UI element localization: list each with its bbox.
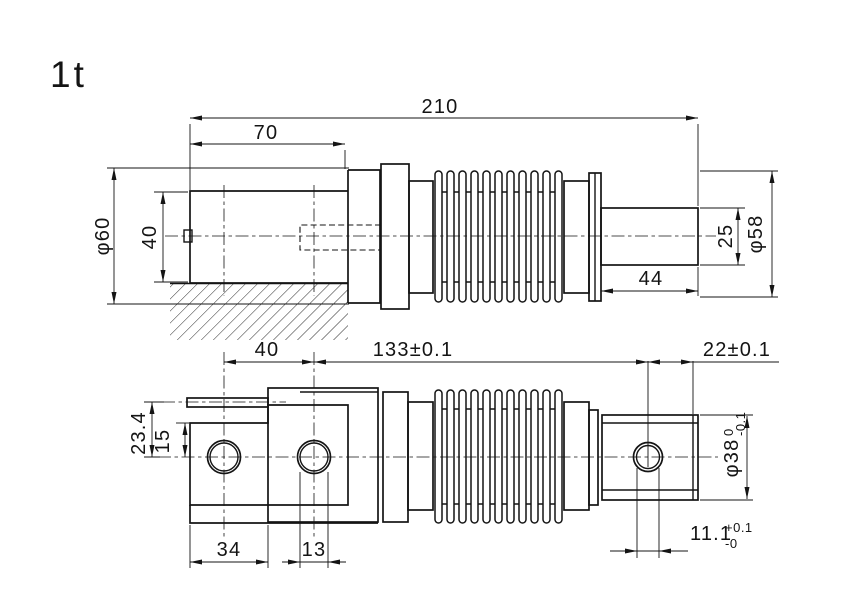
bellows-convolution — [446, 170, 455, 303]
mount-block-outline — [189, 170, 349, 303]
dim-tab-height: 23.4 — [128, 411, 150, 455]
center-block-outline — [267, 387, 379, 523]
dim-slot-tol-lower: -0 — [725, 536, 738, 551]
dim-end-offset: 22±0.1 — [703, 339, 771, 361]
bellows-convolution — [530, 389, 539, 524]
bellows-convolution — [470, 389, 479, 524]
bellows-convolution — [434, 389, 443, 524]
bellows-webs — [442, 191, 555, 283]
neck-left-outline — [408, 180, 434, 294]
bellows-convolution — [506, 170, 515, 303]
shaft-outline — [600, 207, 699, 266]
end-block-inner-lines — [602, 415, 698, 500]
mount-plate-outline — [189, 404, 349, 506]
bellows-convolution — [458, 170, 467, 303]
dim-shaft-dia: 25 — [715, 224, 737, 249]
dim-mount-length: 70 — [254, 122, 279, 144]
bellows-convolution — [554, 389, 563, 524]
bellows-convolution — [518, 389, 527, 524]
ext-40-top — [154, 191, 188, 283]
dim-end-dia-group: φ38 0 -0.1 — [721, 412, 748, 478]
dim-hole-pitch: 40 — [255, 339, 280, 361]
ext-dia60 — [107, 167, 349, 305]
ext-13 — [299, 472, 329, 568]
end-block-outline — [601, 414, 699, 501]
dim-end-dia-tol-lower: -0.1 — [733, 412, 748, 436]
dim-flange-dia: φ58 — [745, 215, 767, 254]
hidden-bore — [299, 224, 381, 251]
ext-133-22 — [647, 361, 694, 467]
end-ring-front — [588, 409, 599, 506]
front-view: 40 133±0.1 22±0.1 23.4 15 34 13 φ38 — [128, 339, 779, 568]
bellows-convolution — [494, 170, 503, 303]
bellows-convolution — [470, 170, 479, 303]
top-view: 210 70 φ60 40 25 φ58 44 — [92, 96, 778, 340]
neck-right-outline — [563, 180, 590, 294]
bellows-convolution — [506, 389, 515, 524]
dim-overall-length: 210 — [422, 96, 459, 118]
bellows-webs — [442, 408, 555, 505]
ext-210 — [189, 124, 699, 206]
bellows-convolution — [530, 170, 539, 303]
lower-body-line — [189, 505, 378, 524]
ext-dia38 — [700, 414, 753, 501]
flange-ring-outline — [380, 163, 410, 310]
dim-step-height: 15 — [152, 429, 174, 454]
dim-slot-tol-upper: +0.1 — [725, 520, 753, 535]
bellows-convolution — [542, 389, 551, 524]
body-section-outline — [348, 169, 381, 304]
dim-edge-offset: 34 — [217, 539, 242, 561]
ext-dia58 — [700, 170, 778, 298]
dim-mount-height: 40 — [139, 225, 161, 250]
front-view-dimensions: 40 133±0.1 22±0.1 23.4 15 34 13 φ38 — [128, 339, 779, 568]
dim-slot: 11.1 — [690, 523, 732, 545]
neck-left-front — [407, 401, 434, 511]
neck-right-front — [563, 401, 590, 511]
bellows-front — [434, 389, 563, 524]
dim-hole-dia: 13 — [302, 539, 327, 561]
ext-11-1 — [636, 468, 660, 558]
bellows-convolution — [482, 170, 491, 303]
bellows-convolution — [458, 389, 467, 524]
tab-outline — [186, 397, 269, 408]
bellows-convolution — [482, 389, 491, 524]
capacity-label: 1t — [50, 54, 87, 95]
dim-end-dia-tol-upper: 0 — [721, 428, 736, 436]
top-view-dimensions: 210 70 φ60 40 25 φ58 44 — [92, 96, 778, 305]
dim-span: 133±0.1 — [373, 339, 454, 361]
dim-end-dia: φ38 — [721, 439, 743, 478]
bellows-convolution — [434, 170, 443, 303]
bellows-convolution — [554, 170, 563, 303]
dim-body-dia: φ60 — [92, 217, 114, 256]
bellows-convolution — [542, 170, 551, 303]
bellows-convolution — [494, 389, 503, 524]
ground-hatch — [170, 284, 348, 340]
dim-shaft-length: 44 — [639, 268, 664, 290]
bellows-top — [434, 170, 563, 303]
bellows-convolution — [446, 389, 455, 524]
bellows-convolution — [518, 170, 527, 303]
